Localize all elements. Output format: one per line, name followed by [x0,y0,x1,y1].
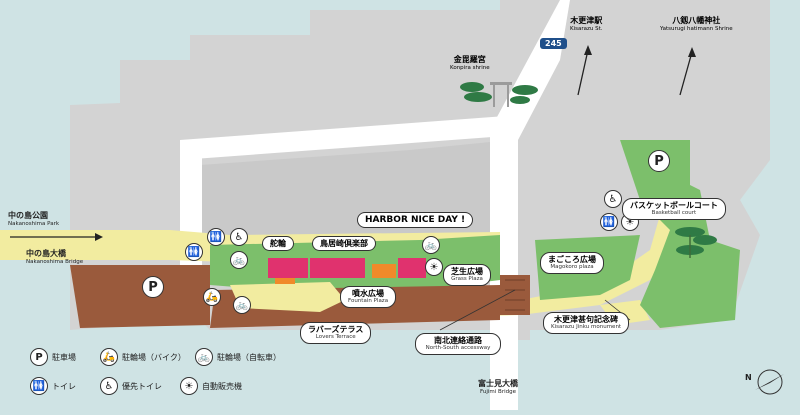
wheelchair-icon[interactable]: ♿ [230,228,248,246]
cross-road [180,115,520,160]
tree-cluster-konpira [460,82,538,104]
basketball-court-label[interactable]: バスケットボールコート Basketball court [622,198,726,220]
toilet-icon[interactable]: 🚻 [600,213,618,231]
magokoro-plaza-label[interactable]: まごころ広場 Magokoro plaza [540,252,604,274]
parking-deck [70,265,210,328]
legend-toilet: 🚻 トイレ [30,377,76,395]
torii-gate [490,82,512,107]
legend-accessible-toilet: ♿ 優先トイレ [100,377,162,395]
jinku-monument-label[interactable]: 木更津甚句記念碑 Kisarazu Jinku monument [543,312,630,334]
route-245-badge: 245 [540,38,567,49]
parking-icon[interactable]: P [648,150,670,172]
vending-machine-icon[interactable]: ☀ [425,258,443,276]
harbor-nice-day-label[interactable]: HARBOR NICE DAY ! [357,212,474,229]
parking-icon: P [30,348,48,366]
wheelchair-icon[interactable]: ♿ [604,190,622,208]
wheelchair-icon: ♿ [100,377,118,395]
legend-bicycle: 🚲 駐輪場（自転車） [195,348,281,366]
motorcycle-icon: 🛵 [100,348,118,366]
building-hanawa [268,258,308,278]
grass-plaza-label[interactable]: 芝生広場 Grass Plaza [443,264,491,286]
yatsurugi-label: 八剱八幡神社 Yatsurugi hatimann Shrine [660,16,733,32]
legend-parking: P 駐車場 [30,348,76,366]
bicycle-icon: 🚲 [195,348,213,366]
fountain-area [230,282,345,312]
ns-crossing [500,275,530,315]
bicycle-icon[interactable]: 🚲 [233,296,251,314]
legend-vending-label: 自動販売機 [202,381,242,391]
lovers-terrace-label[interactable]: ラバーズテラス Lovers Terrace [300,322,372,344]
bicycle-icon[interactable]: 🚲 [230,251,248,269]
motorcycle-icon[interactable]: 🛵 [203,288,221,306]
legend-motorcycle: 🛵 駐輪場（バイク） [100,348,186,366]
vending-machine-icon: ☀ [180,377,198,395]
tree-cluster-east [675,227,717,258]
fujimi-bridge-label: 富士見大橋 Fujimi Bridge [478,379,518,395]
compass-icon [755,369,784,395]
ns-accessway-label[interactable]: 南北連絡通路 North-South accessway [415,333,501,355]
building-annex-2 [372,264,396,278]
arrow-kisarazu-st [577,45,592,96]
building-toriizaki [310,258,365,278]
bicycle-icon[interactable]: 🚲 [422,236,440,254]
legend-vending: ☀ 自動販売機 [180,377,242,395]
toilet-icon: 🚻 [30,377,48,395]
parking-icon[interactable]: P [142,276,164,298]
toilet-icon[interactable]: 🚻 [185,243,203,261]
compass-north-label: N [745,373,752,382]
legend-accessible-toilet-label: 優先トイレ [122,381,162,391]
building-annex-1 [275,278,295,284]
hanawa-label[interactable]: 舵輪 [262,236,294,252]
legend-motorcycle-label: 駐輪場（バイク） [122,352,186,362]
kisarazu-st-label: 木更津駅 Kisarazu St. [570,16,603,32]
konpira-label: 金毘羅宮 Konpira shrine [450,55,490,71]
legend-toilet-label: トイレ [52,381,76,391]
arrow-yatsurugi [679,47,696,96]
arrow-nakanoshima-park [10,233,103,241]
toriizaki-label[interactable]: 鳥居崎倶楽部 [312,236,376,252]
legend-parking-label: 駐車場 [52,352,76,362]
nakanoshima-park-label: 中の島公園 Nakanoshima Park [8,211,60,227]
fountain-plaza-label[interactable]: 噴水広場 Fountain Plaza [340,286,397,308]
legend-bicycle-label: 駐輪場（自転車） [217,352,281,362]
nakanoshima-bridge-label: 中の島大橋 Nakanoshima Bridge [26,249,84,265]
toilet-icon[interactable]: 🚻 [207,228,225,246]
building-harbor [398,258,426,278]
